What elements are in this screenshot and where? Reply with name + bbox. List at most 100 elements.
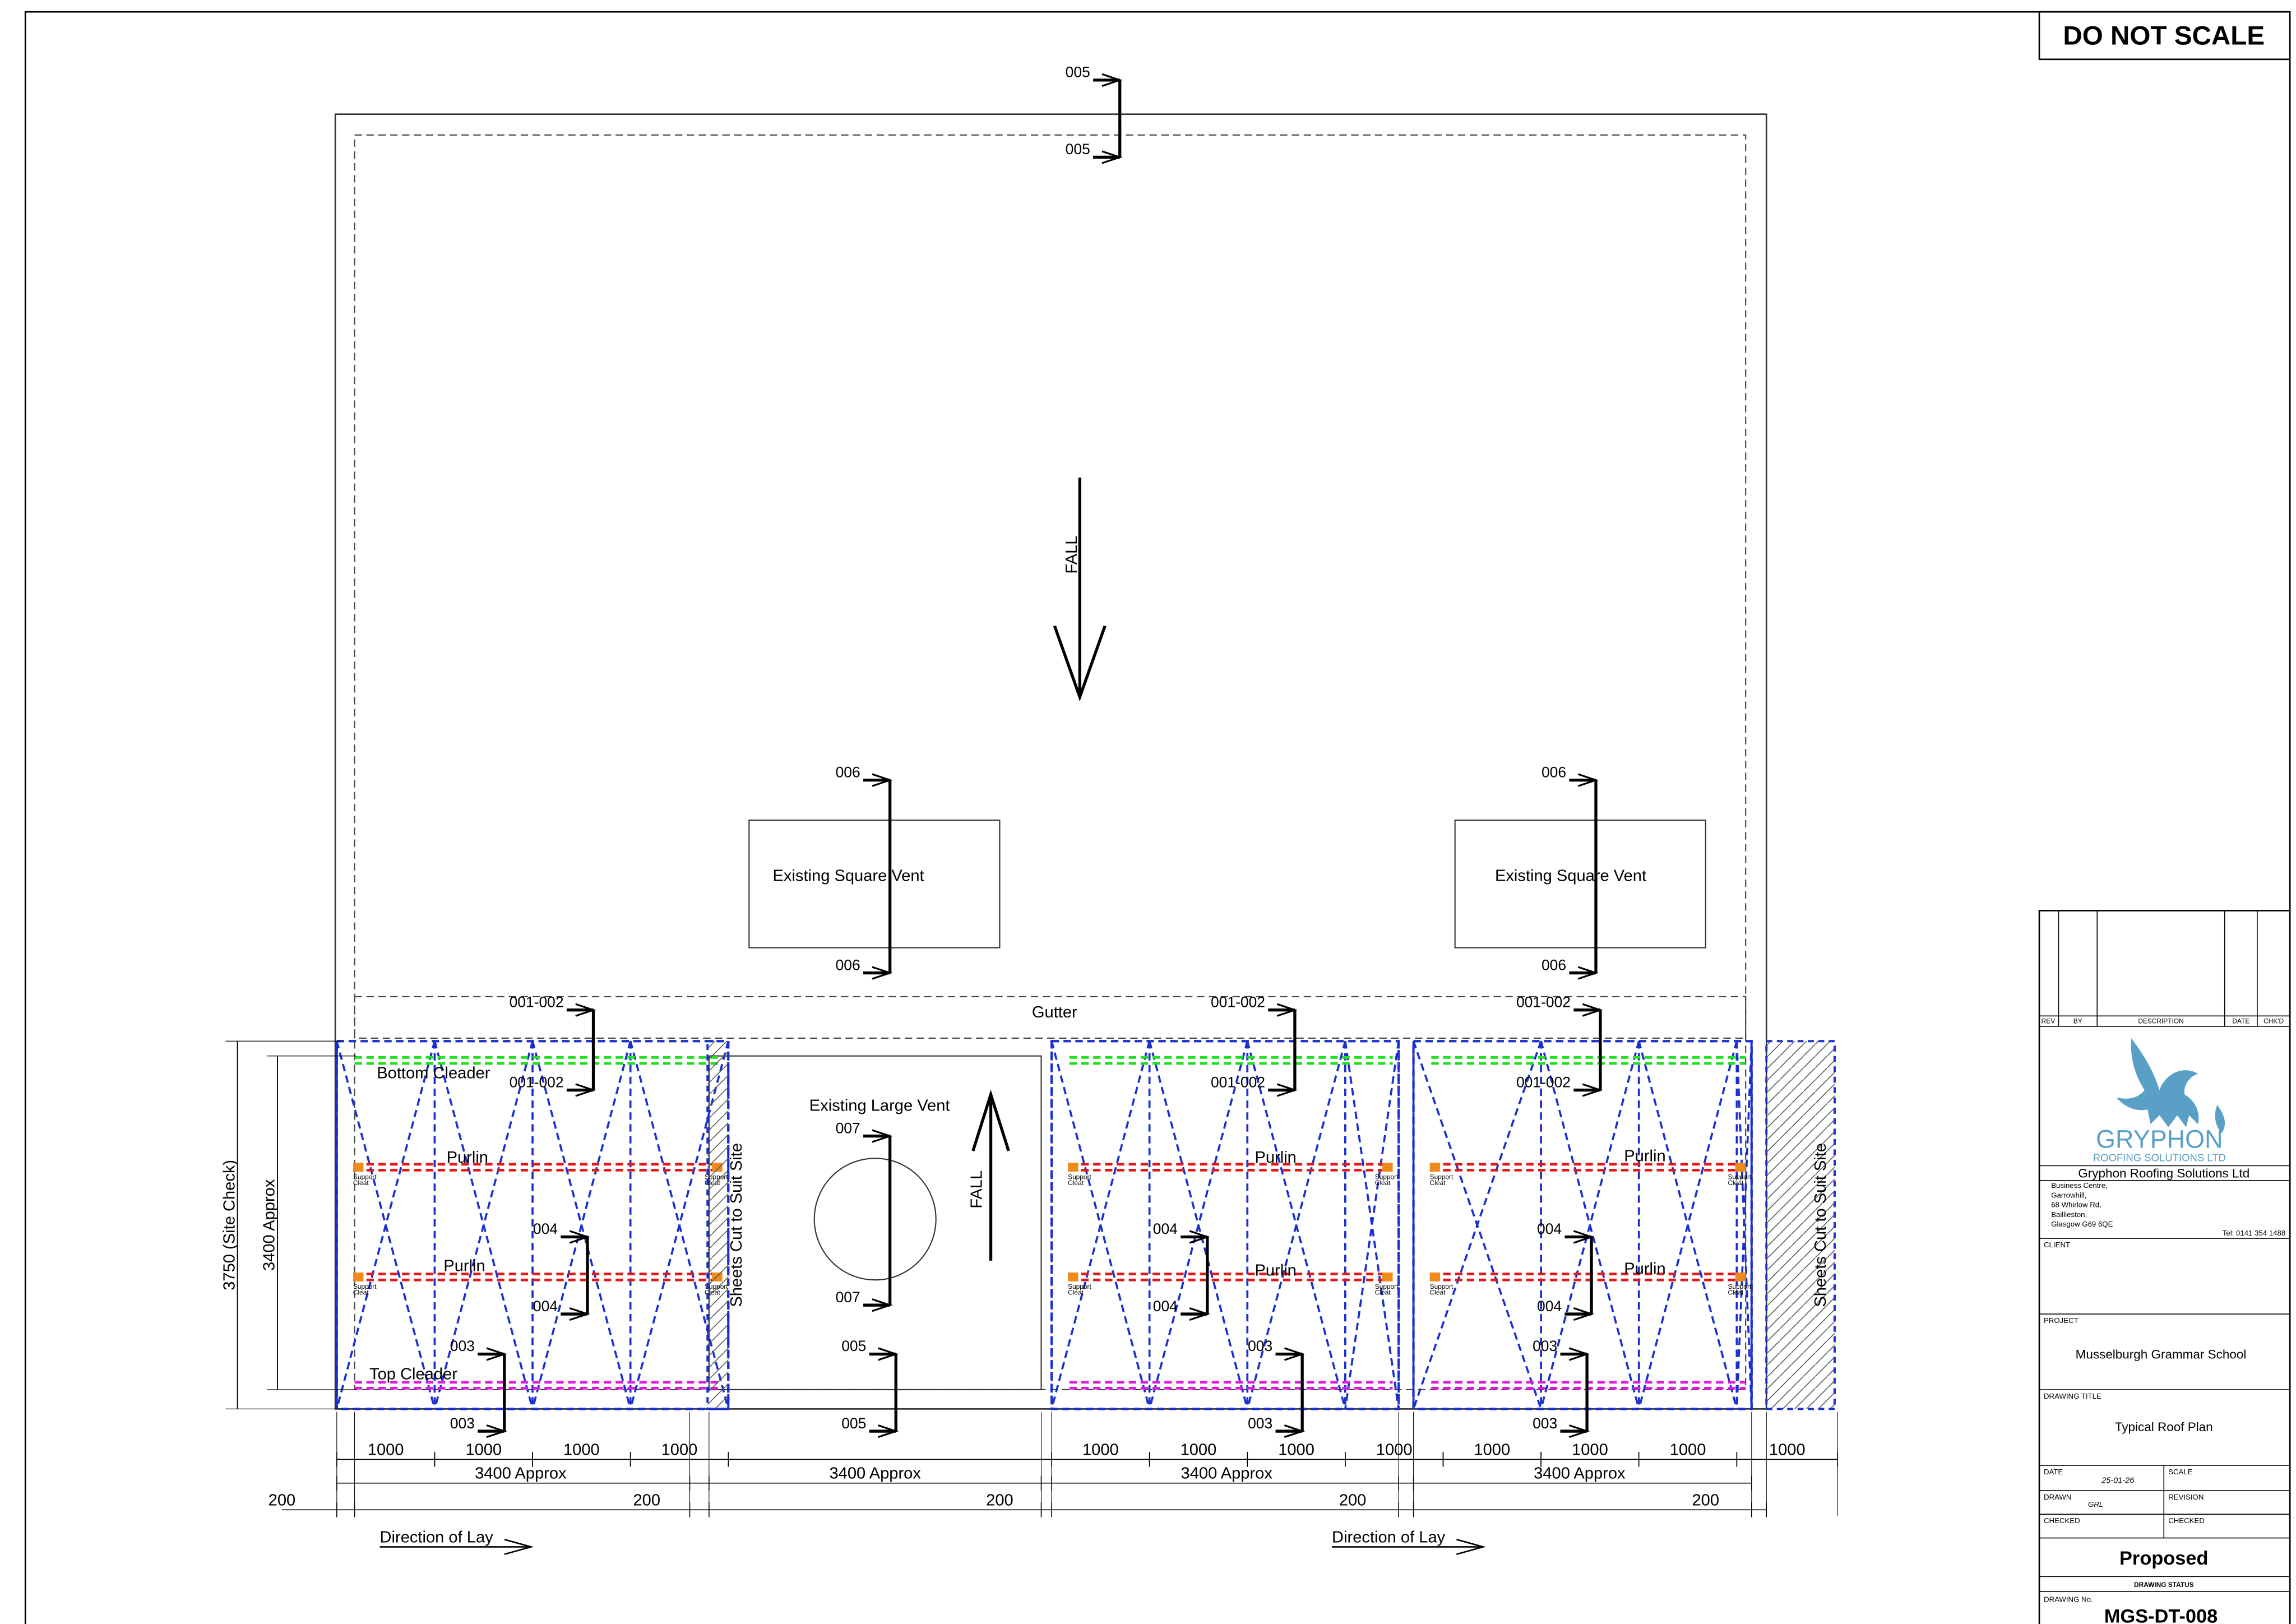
date-value: 25-01-26 <box>2101 1477 2135 1486</box>
section-mark-label: 004 <box>1153 1220 1178 1237</box>
support-cleat-label: Support <box>1375 1283 1399 1290</box>
purlin-label-4: Purlin <box>1255 1261 1296 1279</box>
direction-of-lay-left: Direction of Lay <box>380 1528 494 1546</box>
section-mark-label: 006 <box>836 956 860 973</box>
date-label: DATE <box>2044 1468 2063 1476</box>
section-mark-arrow <box>877 1347 899 1361</box>
support-cleat-marker <box>1735 1272 1746 1281</box>
client-label: CLIENT <box>2044 1241 2070 1249</box>
dim-3400-approx-label: 3400 Approx <box>475 1465 567 1483</box>
dim-3400-approx-label: 3400 Approx <box>1181 1465 1273 1483</box>
section-mark-label: 007 <box>836 1119 860 1136</box>
section-mark-arrow <box>1189 1307 1210 1321</box>
bracing-diagonal <box>1412 1040 1542 1409</box>
section-mark-label: 001-002 <box>1516 1074 1571 1090</box>
support-cleat-label: Support <box>1728 1173 1751 1181</box>
address-line: Baillieston, <box>2051 1210 2087 1219</box>
section-mark-003-a: 003 003 <box>450 1338 507 1438</box>
purlin-label-6: Purlin <box>1624 1260 1665 1278</box>
section-mark-label: 003 <box>1533 1338 1557 1354</box>
section-mark-label: 001-002 <box>1211 993 1265 1010</box>
dim-1000-label: 1000 <box>465 1441 502 1459</box>
existing-square-vent-left <box>748 819 1001 949</box>
do-not-scale-box <box>2038 11 2291 61</box>
dim-1000-label: 1000 <box>1769 1441 1806 1459</box>
bracing-diagonal <box>1246 1040 1346 1409</box>
dim-1000-label: 1000 <box>1082 1441 1119 1459</box>
sheets-cut-label-left: Sheets Cut to Suit Site <box>728 1143 746 1307</box>
support-cleat-marker <box>1382 1272 1393 1281</box>
dim-1000-label: 1000 <box>368 1441 404 1459</box>
dim-1000-label: 1000 <box>1376 1441 1413 1459</box>
section-mark-label: 004 <box>1537 1298 1562 1315</box>
address-line: Garrowhill, <box>2051 1191 2086 1199</box>
section-mark-label: 006 <box>1542 956 1566 973</box>
section-mark-arrow <box>486 1424 507 1438</box>
purlin-label-1: Purlin <box>447 1149 488 1167</box>
dim-200-label: 200 <box>269 1491 296 1509</box>
existing-square-vent-right-label: Existing Square Vent <box>1495 867 1646 885</box>
dim-3400-approx-label: 3400 Approx <box>1534 1465 1626 1483</box>
section-mark-label: 004 <box>1153 1298 1178 1315</box>
support-cleat-label: Cleat <box>1430 1289 1446 1297</box>
drawing-status-label: DRAWING STATUS <box>2134 1581 2194 1589</box>
section-mark-label: 005 <box>1066 141 1090 158</box>
existing-large-vent <box>813 1158 937 1281</box>
sheets-cut-label-right: Sheets Cut to Suit Site <box>1812 1143 1830 1307</box>
section-mark-arrow <box>872 1298 893 1312</box>
project-label: PROJECT <box>2044 1316 2079 1325</box>
support-cleat-label: Support <box>1728 1283 1751 1290</box>
section-mark-label: 003 <box>1248 1338 1272 1354</box>
company-tel: Tel: 0141 354 1488 <box>2223 1229 2285 1237</box>
company-address: Business Centre,Garrowhill,68 Whirlow Rd… <box>2051 1181 2113 1228</box>
existing-large-vent-label: Existing Large Vent <box>809 1097 950 1115</box>
section-mark-label: 003 <box>450 1338 475 1354</box>
support-cleat-marker <box>1735 1163 1746 1172</box>
rev-header-rev: REV <box>2042 1017 2056 1025</box>
section-mark-label: 001-002 <box>510 1074 564 1090</box>
section-mark-arrow <box>569 1230 590 1244</box>
section-mark-arrow <box>1573 1230 1595 1244</box>
bracing-diagonal <box>1540 1040 1640 1409</box>
section-mark-label: 003 <box>450 1415 475 1432</box>
support-cleat-label: Cleat <box>1375 1289 1391 1297</box>
address-line: Glasgow G69 6QE <box>2051 1220 2113 1228</box>
dim-1000-label: 1000 <box>1278 1441 1314 1459</box>
dim-1000-label: 1000 <box>1670 1441 1706 1459</box>
dim-3400-approx-vertical: 3400 Approx <box>261 1179 279 1271</box>
gutter-zone <box>354 996 1747 1039</box>
section-mark-arrow <box>872 1129 893 1143</box>
title-block <box>2038 910 2291 1624</box>
section-mark-arrow <box>1582 1003 1603 1017</box>
dim-1000-label: 1000 <box>1572 1441 1608 1459</box>
bracing-diagonal <box>531 1040 632 1409</box>
dim-3750-site-check: 3750 (Site Check) <box>220 1160 238 1290</box>
section-mark-arrow <box>486 1347 507 1361</box>
support-cleat-label: Support <box>1068 1283 1091 1290</box>
gryphon-logo-icon <box>2116 1038 2225 1133</box>
rev-header-description: DESCRIPTION <box>2138 1017 2183 1025</box>
section-mark-arrow <box>569 1307 590 1321</box>
section-mark-003-c: 003 003 <box>1533 1338 1590 1438</box>
support-cleat-label: Cleat <box>1728 1289 1743 1297</box>
section-mark-label: 003 <box>1533 1415 1557 1432</box>
section-mark-label: 004 <box>533 1220 558 1237</box>
bracing-diagonal <box>1148 1040 1249 1409</box>
dim-200-label: 200 <box>633 1491 660 1509</box>
section-mark-arrow <box>1276 1083 1298 1097</box>
rev-header-date: DATE <box>2232 1017 2249 1025</box>
section-mark-arrow <box>1284 1424 1306 1438</box>
section-mark-label: 006 <box>836 764 860 780</box>
company-name: Gryphon Roofing Solutions Ltd <box>2078 1167 2249 1181</box>
direction-of-lay-arrow-right <box>1332 1538 1486 1555</box>
support-cleat-label: Support <box>1068 1173 1091 1181</box>
top-cleader-label: Top Cleader <box>369 1365 457 1383</box>
bracing-diagonal <box>1735 1041 1753 1409</box>
section-mark-arrow <box>1582 1083 1603 1097</box>
gutter-label: Gutter <box>1032 1003 1077 1021</box>
support-cleat-marker <box>353 1163 364 1172</box>
